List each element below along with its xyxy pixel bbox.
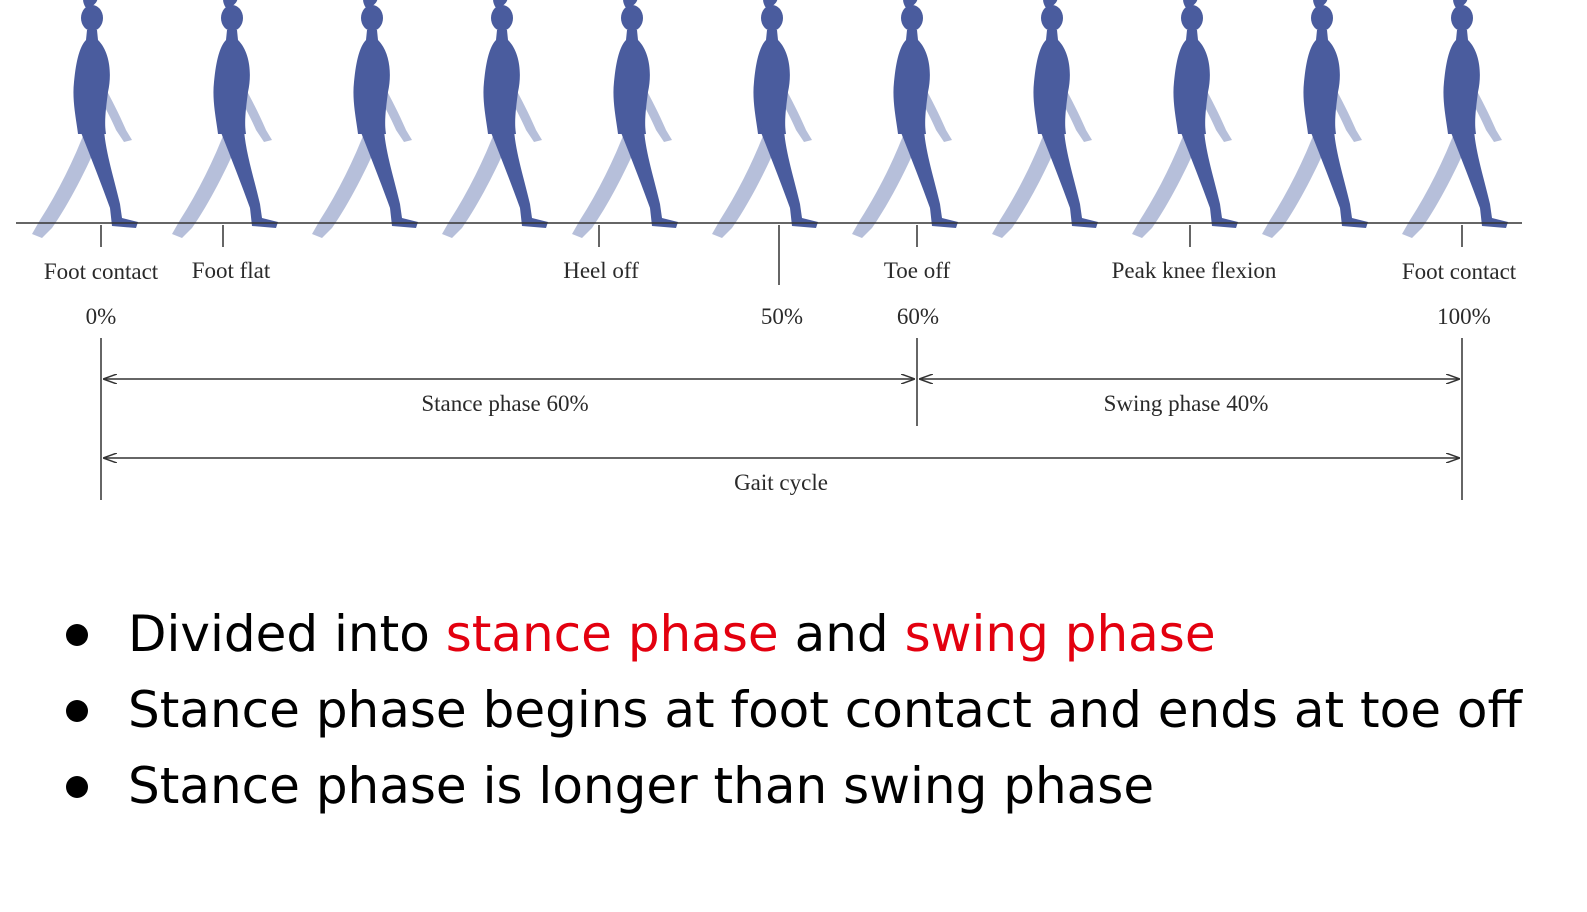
percent-100: 100% (1437, 304, 1491, 329)
walking-figure (852, 0, 958, 238)
walking-figures (32, 0, 1508, 238)
bullet-text: Stance phase begins at foot contact and … (128, 681, 1522, 739)
percent-50: 50% (761, 304, 803, 329)
walking-figure (442, 0, 548, 238)
highlighted-text: swing phase (904, 605, 1216, 663)
walking-figure (992, 0, 1098, 238)
label-foot-contact-end: Foot contact (1402, 259, 1517, 284)
label-peak-knee-flexion: Peak knee flexion (1112, 258, 1277, 283)
walking-figure (1262, 0, 1368, 238)
bullet-item: Divided into stance phase and swing phas… (66, 604, 1546, 664)
label-heel-off: Heel off (563, 258, 639, 283)
label-swing-phase: Swing phase 40% (1104, 391, 1269, 416)
gait-cycle-diagram: Foot contact Foot flat Heel off Toe off … (16, 0, 1522, 500)
percent-60: 60% (897, 304, 939, 329)
highlighted-text: stance phase (445, 605, 779, 663)
bullet-dot-icon (66, 624, 88, 646)
bullet-dot-icon (66, 700, 88, 722)
bullet-dot-icon (66, 776, 88, 798)
label-foot-contact-start: Foot contact (44, 259, 159, 284)
walking-figure (1132, 0, 1238, 238)
walking-figure (712, 0, 818, 238)
label-toe-off: Toe off (884, 258, 951, 283)
label-gait-cycle: Gait cycle (734, 470, 828, 495)
bullet-item: Stance phase begins at foot contact and … (66, 680, 1546, 740)
bullet-text: Divided into (128, 605, 446, 663)
walking-figure (572, 0, 678, 238)
bullet-text: and (778, 605, 905, 663)
walking-figure (1402, 0, 1508, 238)
walking-figure (32, 0, 138, 238)
bullet-list: Divided into stance phase and swing phas… (66, 604, 1546, 832)
label-foot-flat: Foot flat (192, 258, 271, 283)
walking-figure (172, 0, 278, 238)
label-stance-phase: Stance phase 60% (421, 391, 588, 416)
bullet-item: Stance phase is longer than swing phase (66, 756, 1546, 816)
walking-figure (312, 0, 418, 238)
bullet-text: Stance phase is longer than swing phase (128, 757, 1155, 815)
percent-0: 0% (86, 304, 117, 329)
